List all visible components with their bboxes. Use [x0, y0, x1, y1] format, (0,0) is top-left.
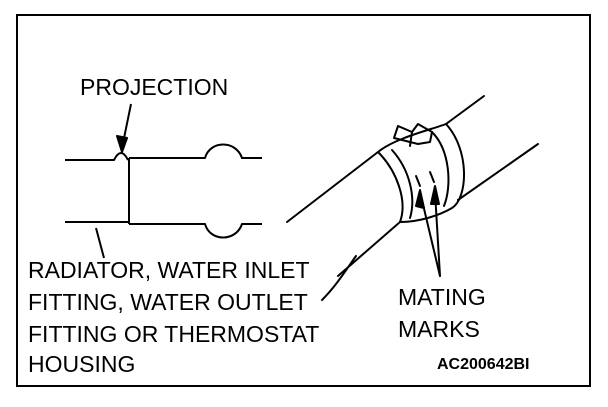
clamp-ear-fold: [410, 132, 412, 146]
clamp-band-inner: [392, 150, 412, 218]
hose-upper-edge: [287, 152, 378, 222]
pipe-top-edge: [65, 153, 128, 160]
mating-arrowhead-1: [415, 189, 425, 209]
mating-leader-2: [435, 192, 440, 276]
hose-bottom-edge: [129, 224, 262, 238]
mating-mark-hose: [416, 176, 420, 186]
clamp-band-outer: [378, 124, 464, 222]
hose-and-clamp-view: [287, 96, 538, 300]
clamp-band-inner-2: [432, 132, 448, 206]
projection-arrowhead: [116, 135, 128, 153]
hose-and-pipe-side-view: [65, 104, 262, 258]
fitting-label-line-3: FITTING OR THERMOSTAT: [28, 321, 320, 347]
fitting-label-leader: [322, 256, 356, 300]
figure-code: AC200642BI: [437, 356, 530, 373]
fitting-label-line-2: FITTING, WATER OUTLET: [28, 289, 308, 315]
clamp-ear: [394, 124, 432, 144]
mating-marks-label-line-1: MATING: [398, 284, 486, 310]
fitting-leader: [96, 228, 104, 258]
mating-arrowhead-2: [430, 185, 440, 205]
projection-label: PROJECTION: [80, 74, 229, 100]
mating-leader-1: [421, 196, 440, 276]
mating-marks-label-line-2: MARKS: [398, 316, 480, 342]
mating-mark-clamp: [430, 172, 434, 182]
hose-upper-edge-far: [446, 96, 484, 124]
figure-frame: [17, 15, 590, 386]
fitting-label-line-4: HOUSING: [28, 351, 136, 377]
fitting-label-line-1: RADIATOR, WATER INLET: [28, 257, 310, 283]
hose-top-edge: [129, 145, 262, 159]
hose-lower-edge-far: [458, 144, 538, 200]
